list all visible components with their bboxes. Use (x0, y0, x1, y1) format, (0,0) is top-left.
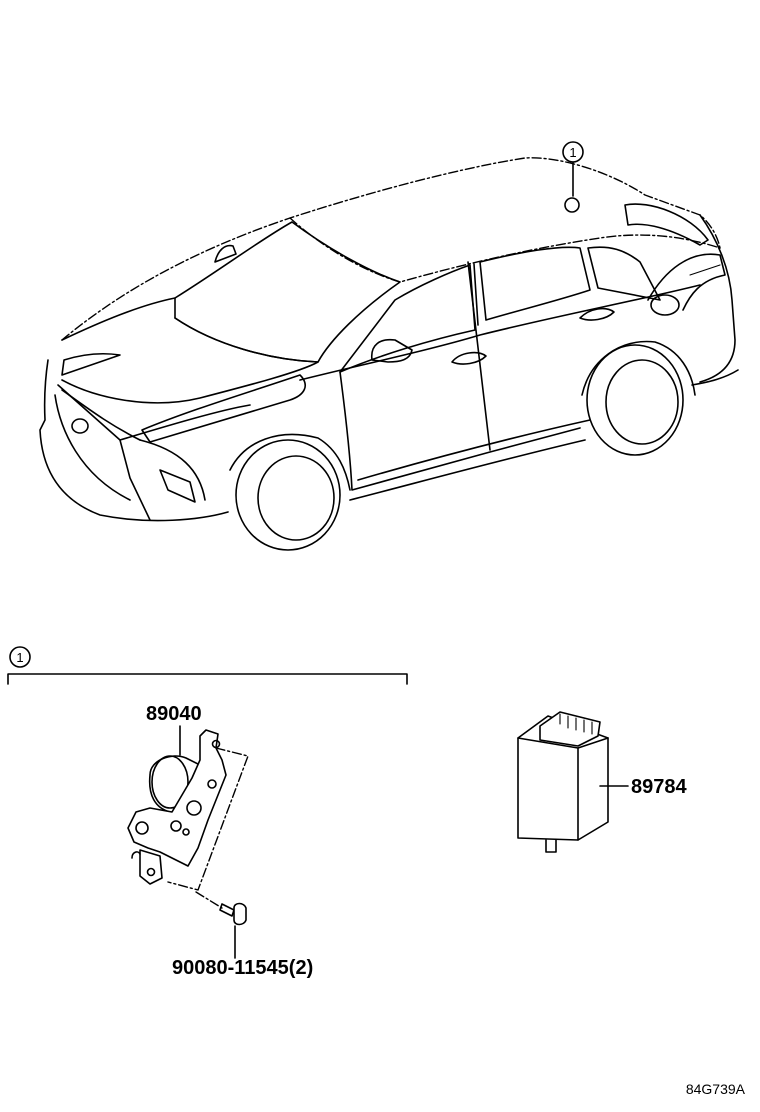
callout-number: 1 (569, 145, 576, 160)
buzzer-assembly: 89040 (127, 703, 249, 891)
buzzer-phantom-outline (167, 747, 249, 891)
part-label-89784: 89784 (631, 776, 687, 798)
part-label-90080: 90080-11545(2) (172, 957, 313, 979)
illustration-code: 84G739A (686, 1081, 746, 1097)
buzzer-location-marker (564, 197, 580, 213)
vehicle-illustration (39, 157, 739, 551)
ecu-tab (545, 839, 557, 853)
bolt-shank (219, 903, 235, 917)
ecu-body (517, 715, 609, 841)
group-bracket-line (7, 673, 408, 685)
bolt: 90080-11545(2) (172, 891, 313, 979)
part-label-89040: 89040 (146, 703, 202, 725)
bolt-head (233, 902, 247, 926)
group-bracket: 1 (7, 646, 408, 685)
ecu-module: 89784 (517, 711, 687, 853)
ecu-connector (539, 711, 601, 747)
group-ref-circle (9, 646, 31, 668)
bolt-install-path (195, 891, 223, 909)
location-callout: 1 (562, 141, 584, 213)
group-ref-number: 1 (16, 650, 23, 665)
buzzer-bracket (127, 729, 227, 885)
